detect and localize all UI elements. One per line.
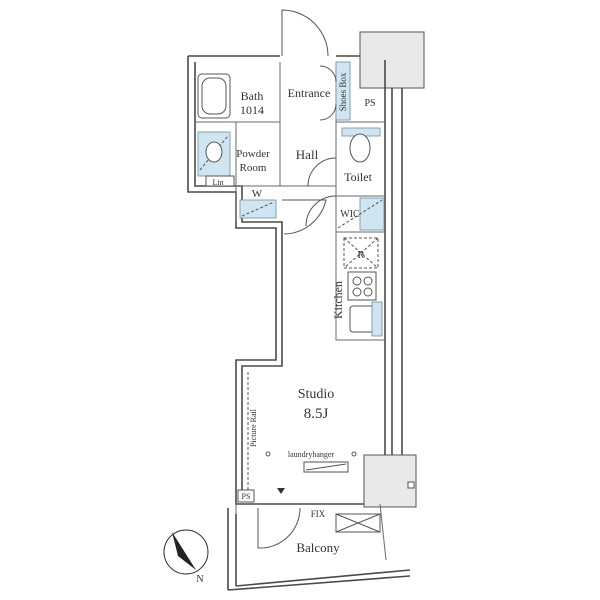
refrigerator-label: R: [357, 249, 365, 261]
laundry-hanger-rack-diag: [305, 463, 347, 471]
compass-label: N: [196, 574, 203, 585]
wic-shelf: [359, 197, 385, 231]
ps-box-bottom: [237, 489, 255, 503]
compass-circle: [163, 529, 209, 575]
wic-diagonal: [337, 199, 383, 229]
bathtub-inner: [201, 77, 227, 115]
kitchen-counter: [371, 301, 383, 337]
structural-column-top: [359, 31, 425, 89]
fix-window-x: [335, 513, 381, 533]
ps-top-label: PS: [364, 98, 375, 109]
powder-room-label-2: Room: [240, 162, 267, 174]
shoes-box-door: [319, 65, 337, 121]
refrigerator-space: [343, 237, 379, 269]
column-marker: [407, 481, 415, 489]
toilet-label: Toilet: [344, 170, 372, 184]
toilet-bowl: [349, 133, 371, 163]
refrigerator-x: [343, 237, 379, 269]
shoes-box-label: Shoes Box: [338, 72, 348, 111]
balcony-label: Balcony: [296, 540, 340, 555]
burner-2: [363, 276, 373, 286]
shoes-box: [335, 61, 351, 121]
hall-label: Hall: [296, 147, 319, 162]
right-exterior-wall: [391, 88, 403, 455]
balcony-door: [257, 507, 301, 549]
ps-bottom-label: PS: [242, 492, 251, 501]
bath-label: Bath: [241, 89, 264, 103]
hall-door: [282, 199, 327, 235]
studio-label: Studio: [298, 387, 335, 402]
balcony-edge: [235, 503, 387, 561]
inner-walls: [195, 62, 385, 341]
fix-label: FIX: [311, 509, 326, 519]
outer-wall: [187, 55, 386, 505]
washer-diagonal: [241, 201, 275, 217]
linen-label: Lin: [212, 178, 223, 187]
linen-cabinet: [205, 175, 235, 187]
burner-1: [352, 276, 362, 286]
burner-4: [363, 287, 373, 297]
laundry-hanger-left: [265, 451, 271, 457]
burner-3: [352, 287, 362, 297]
entrance-door: [281, 9, 329, 57]
laundry-hanger-right: [351, 451, 357, 457]
laundry-hanger-label: laundryhanger: [288, 450, 335, 459]
entrance-label: Entrance: [288, 86, 331, 100]
stove: [347, 271, 377, 301]
balcony-wall: [227, 508, 411, 591]
bath-size: 1014: [240, 103, 264, 117]
picture-rail-label: Picture Rail: [249, 408, 258, 447]
entry-arrow-mark: [277, 488, 285, 494]
compass-needle: [172, 532, 196, 570]
wic-label: WIC: [340, 209, 360, 220]
structural-column-bottom: [363, 454, 417, 508]
washer-label: W: [252, 188, 263, 200]
powder-room-label-1: Powder: [236, 148, 270, 160]
kitchen-label: Kitchen: [331, 281, 345, 319]
sink: [205, 141, 223, 163]
studio-size: 8.5J: [304, 406, 329, 422]
wic-door: [305, 195, 337, 227]
toilet-door: [307, 157, 337, 187]
